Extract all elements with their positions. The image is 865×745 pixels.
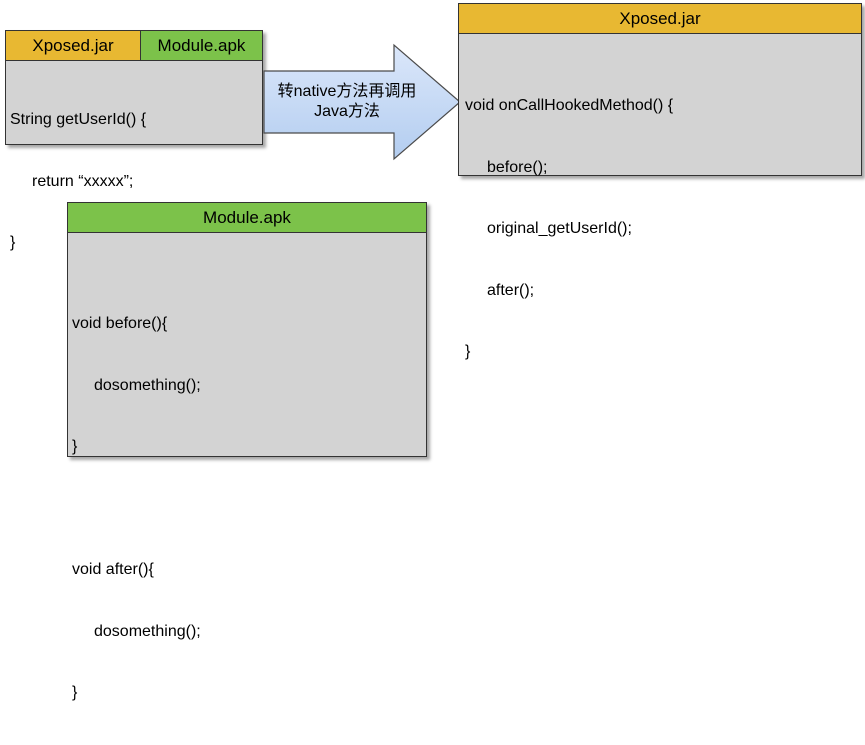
code-line: } bbox=[72, 438, 78, 455]
code-line: original_getUserId(); bbox=[487, 220, 632, 237]
arrow-label: 转native方法再调用 Java方法 bbox=[272, 82, 422, 122]
xposed-jar-header: Xposed.jar bbox=[459, 4, 861, 34]
code-line: dosomething(); bbox=[94, 622, 201, 640]
xposed-jar-box: Xposed.jar void onCallHookedMethod() { b… bbox=[458, 3, 862, 360]
original-method-code: String getUserId() { return “xxxxx”; } bbox=[10, 69, 146, 295]
arrow-shape bbox=[263, 43, 461, 161]
transform-arrow bbox=[263, 43, 461, 161]
code-line: return “xxxxx”; bbox=[32, 172, 134, 190]
code-line: before(); bbox=[487, 158, 548, 176]
module-code: void before(){ dosomething(); } void aft… bbox=[72, 273, 201, 745]
xposed-jar-header: Xposed.jar bbox=[6, 31, 141, 61]
code-line: } bbox=[10, 234, 16, 251]
code-line: } bbox=[465, 343, 471, 360]
arrow-label-line: Java方法 bbox=[314, 103, 380, 120]
code-line: void before(){ bbox=[72, 315, 168, 332]
code-line: after(); bbox=[487, 281, 535, 299]
module-apk-header: Module.apk bbox=[68, 203, 426, 233]
module-apk-header: Module.apk bbox=[141, 31, 262, 61]
original-method-box: Xposed.jar Module.apk String getUserId()… bbox=[5, 30, 263, 251]
module-apk-box: Module.apk void before(){ dosomething();… bbox=[67, 202, 427, 701]
code-line: String getUserId() { bbox=[10, 111, 147, 128]
code-line: } bbox=[72, 684, 78, 701]
arrow-label-line: 转native方法再调用 bbox=[277, 83, 417, 100]
hooked-method-code: void onCallHookedMethod() { before(); or… bbox=[465, 55, 673, 404]
code-line: void onCallHookedMethod() { bbox=[465, 97, 674, 114]
code-line: void after(){ bbox=[72, 561, 154, 578]
code-line: dosomething(); bbox=[94, 376, 201, 394]
